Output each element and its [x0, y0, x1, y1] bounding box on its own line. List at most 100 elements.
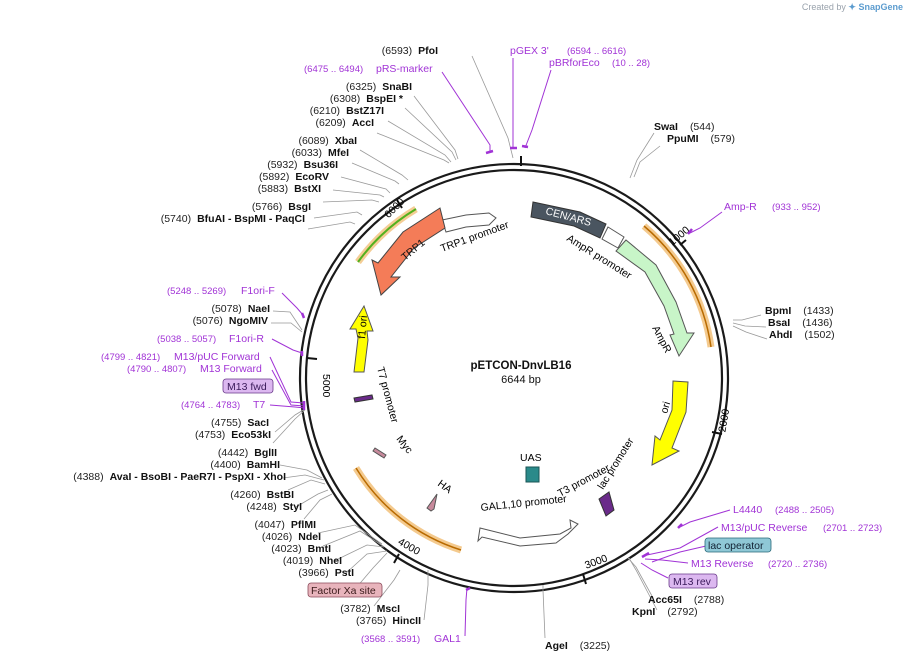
site-labels-right: AgeI(3225) Acc65I(2788) KpnI(2792) SwaI(…: [545, 121, 835, 652]
feature-cen-ars-block[interactable]: [530, 201, 607, 239]
primer-pos-l4440: (2488 .. 2505): [775, 505, 834, 516]
svg-text:(4023)BmtI: (4023)BmtI: [271, 543, 331, 555]
site-name-eco53ki: Eco53kI: [231, 429, 271, 441]
svg-text:BsaI(1436): BsaI(1436): [768, 317, 833, 329]
site-pos-avai: (4388): [73, 471, 103, 483]
feature-myc-box[interactable]: [372, 447, 387, 459]
label-cen-ars: CEN/ARS: [544, 205, 592, 229]
feature-trp1-promoter-arrow[interactable]: [441, 212, 497, 233]
svg-text:SwaI(544): SwaI(544): [654, 121, 714, 133]
site-pos-bsai: (1436): [802, 317, 832, 329]
primer-name-f1ori-r: F1ori-R: [229, 333, 264, 345]
feature-ampr-arrow[interactable]: [615, 239, 695, 358]
label-lac-promoter: lac promoter: [595, 435, 636, 491]
primer-name-t7: T7: [253, 399, 265, 411]
svg-text:(5078)NaeI: (5078)NaeI: [211, 303, 270, 315]
feature-trp1-arrow[interactable]: [371, 207, 446, 296]
site-name-styi: StyI: [283, 501, 302, 513]
site-name-snabi: SnaBI: [382, 81, 412, 93]
feature-ha-box[interactable]: [426, 493, 438, 512]
site-name-pflmi: PflMI: [291, 519, 316, 531]
site-name-bstxi: BstXI: [294, 183, 321, 195]
site-pos-mfei: (6033): [292, 147, 322, 159]
svg-text:(6308)BspEI *: (6308)BspEI *: [330, 93, 404, 105]
svg-text:(3782)MscI: (3782)MscI: [340, 603, 400, 615]
site-name-nhei: NheI: [319, 555, 342, 567]
site-name-pfoi: PfoI: [418, 45, 438, 57]
svg-text:Acc65I(2788): Acc65I(2788): [648, 594, 724, 606]
primer-pos-f1ori-r: (5038 .. 5057): [157, 334, 216, 345]
svg-text:(4026)NdeI: (4026)NdeI: [262, 531, 321, 543]
site-pos-ppumi: (579): [711, 133, 736, 145]
site-pos-kpni: (2792): [667, 606, 697, 618]
primer-name-f1ori-f: F1ori-F: [241, 285, 275, 297]
feature-ampr-promoter-arrow[interactable]: [601, 226, 625, 249]
svg-text:(5766)BsgI: (5766)BsgI: [252, 201, 311, 213]
site-pos-saci: (4755): [211, 417, 241, 429]
site-name-bpmi: BpmI: [765, 305, 791, 317]
box-label-m13-fwd: M13 fwd: [227, 381, 267, 393]
box-factor-xa-site[interactable]: Factor Xa site: [307, 582, 383, 598]
site-pos-bsu36i: (5932): [267, 159, 297, 171]
primer-pos-m13puc-forward: (4799 .. 4821): [101, 352, 160, 363]
backbone-inner: [304, 168, 724, 588]
feature-ori-arrow[interactable]: [651, 380, 689, 466]
site-pos-snabi: (6325): [346, 81, 376, 93]
feature-gal1-10-promoter-arrow[interactable]: [477, 519, 579, 547]
svg-text:BpmI(1433): BpmI(1433): [765, 305, 834, 317]
svg-text:(5932)Bsu36I: (5932)Bsu36I: [267, 159, 338, 171]
svg-text:(5883)BstXI: (5883)BstXI: [258, 183, 321, 195]
tick-label-5000: 5000: [320, 374, 332, 398]
plasmid-length: 6644 bp: [501, 374, 541, 386]
primer-name-pbrforeco: pBRforEco: [549, 57, 600, 69]
svg-text:(6325)SnaBI: (6325) SnaBI: [346, 81, 412, 93]
primer-marks: [300, 144, 693, 592]
site-pos-bfuai: (5740): [161, 213, 191, 225]
label-ampr: AmpR: [649, 324, 673, 356]
svg-text:PpuMI(579): PpuMI (579): [667, 133, 735, 145]
svg-text:(3765)HincII: (3765)HincII: [356, 615, 421, 627]
credit-brand: SnapGene: [858, 2, 903, 12]
primer-name-prs-marker: pRS-marker: [376, 63, 433, 75]
label-ori: ori: [658, 400, 673, 415]
box-m13-fwd[interactable]: M13 fwd: [222, 378, 274, 394]
feature-f1-ori-arrow[interactable]: [349, 304, 374, 373]
site-labels-left: (6593)PfoI (6325) SnaBI (6308)BspEI * (62…: [73, 45, 438, 627]
scale-tick-5000: 5000: [306, 357, 332, 398]
svg-text:(4442)BglII: (4442)BglII: [218, 447, 277, 459]
gal-highlight-line: [355, 467, 462, 551]
box-m13-rev[interactable]: M13 rev: [668, 573, 718, 589]
feature-t7-promoter-mark[interactable]: [353, 394, 374, 403]
primer-pos-m13-reverse: (2720 .. 2736): [768, 559, 827, 570]
svg-text:(6033)MfeI: (6033)MfeI: [292, 147, 349, 159]
site-name-ppumi: PpuMI: [667, 133, 699, 145]
primer-name-gal1: GAL1: [434, 633, 461, 645]
site-pos-bamhi: (4400): [210, 459, 240, 471]
site-pos-swai: (544): [690, 121, 715, 133]
svg-text:(6593)PfoI: (6593)PfoI: [382, 45, 438, 57]
credit-prefix: Created by: [801, 2, 846, 12]
svg-text:(4388)AvaI - BsoBI - PaeR7I -: (4388)AvaI - BsoBI - PaeR7I - PspXI - Xh…: [73, 471, 286, 483]
feature-uas-box[interactable]: [525, 466, 540, 483]
box-label-factor-xa: Factor Xa site: [311, 585, 376, 597]
site-pos-bstz17i: (6210): [310, 105, 340, 117]
svg-text:(6209)AccI: (6209)AccI: [315, 117, 374, 129]
site-pos-msci: (3782): [340, 603, 370, 615]
site-name-acci: AccI: [352, 117, 374, 129]
site-name-agei: AgeI: [545, 640, 568, 652]
site-name-bmti: BmtI: [308, 543, 331, 555]
site-pos-bsgi: (5766): [252, 201, 282, 213]
site-name-bamhi: BamHI: [247, 459, 280, 471]
tick-label-1000: 1000: [666, 224, 692, 248]
primer-pos-pgex3: (6594 .. 6616): [567, 46, 626, 57]
site-name-ndei: NdeI: [298, 531, 321, 543]
box-lac-operator[interactable]: lac operator: [704, 537, 772, 553]
site-pos-bstbi: (4260): [230, 489, 260, 501]
site-pos-hincii: (3765): [356, 615, 386, 627]
backbone-outer: [298, 162, 730, 594]
label-f1-ori: f1 ori: [356, 315, 370, 339]
feature-lac-promoter-mark[interactable]: [598, 491, 615, 517]
primer-pos-t7: (4764 .. 4783): [181, 400, 240, 411]
primer-name-m13puc-reverse: M13/pUC Reverse: [721, 522, 808, 534]
